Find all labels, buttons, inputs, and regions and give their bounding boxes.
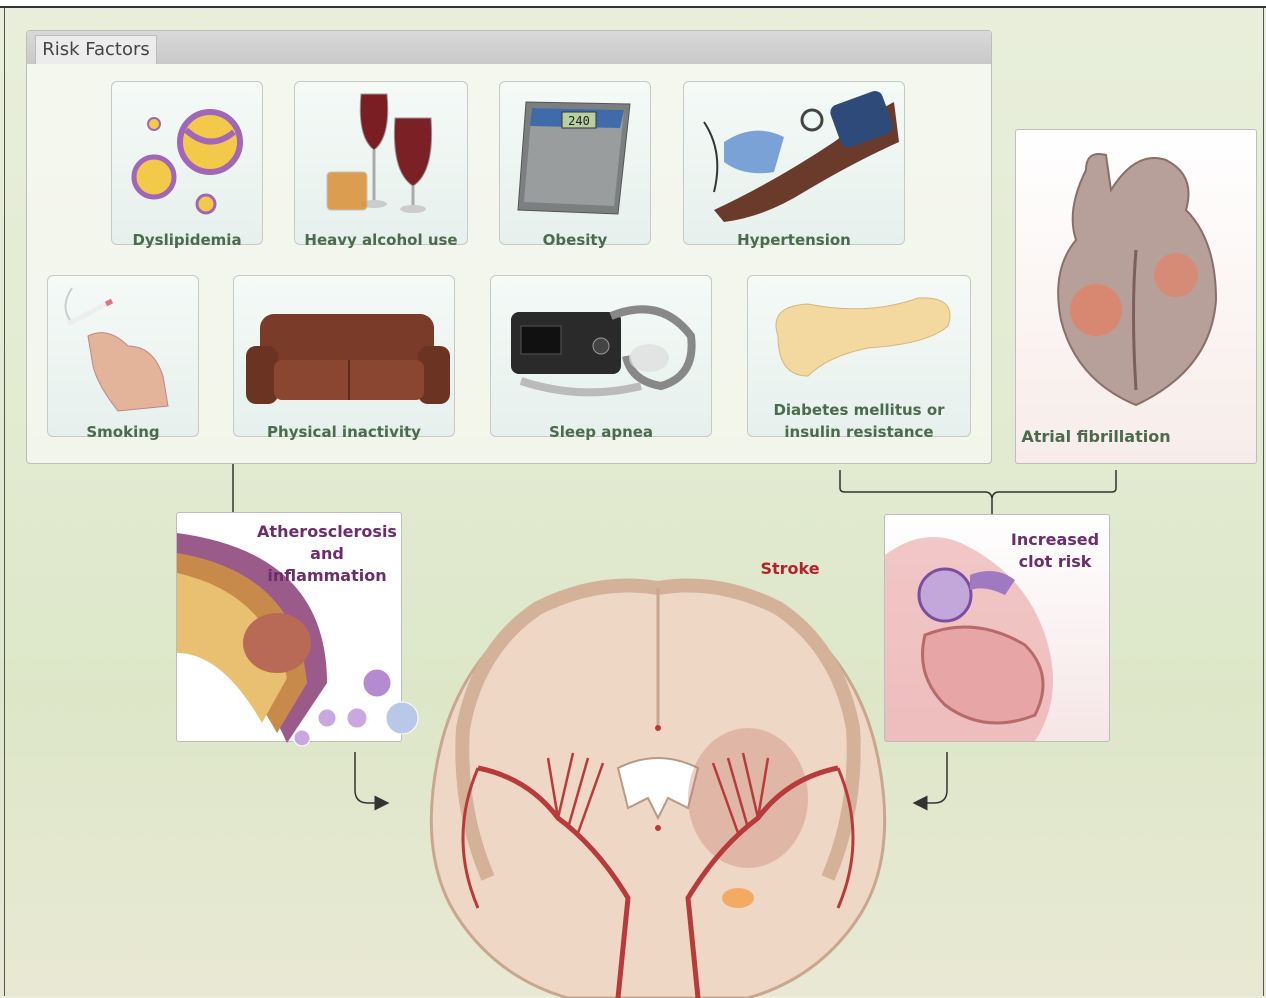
label-clot-risk-line1: Increased [995, 529, 1115, 551]
bracket-to-clot-risk [840, 470, 1116, 500]
atherosclerosis-panel: Atherosclerosis and inflammation [176, 512, 402, 742]
label-atherosclerosis-line1: Atherosclerosis [257, 521, 397, 543]
label-stroke: Stroke [740, 558, 840, 580]
arrow-clot-to-brain [920, 752, 947, 803]
label-clot-risk-line2: clot risk [995, 551, 1115, 573]
label-atherosclerosis-line2: and inflammation [257, 543, 397, 587]
brain-cross-section [418, 578, 898, 998]
clot-risk-panel: Increased clot risk [884, 514, 1110, 742]
arrow-atherosclerosis-to-brain [355, 752, 382, 803]
